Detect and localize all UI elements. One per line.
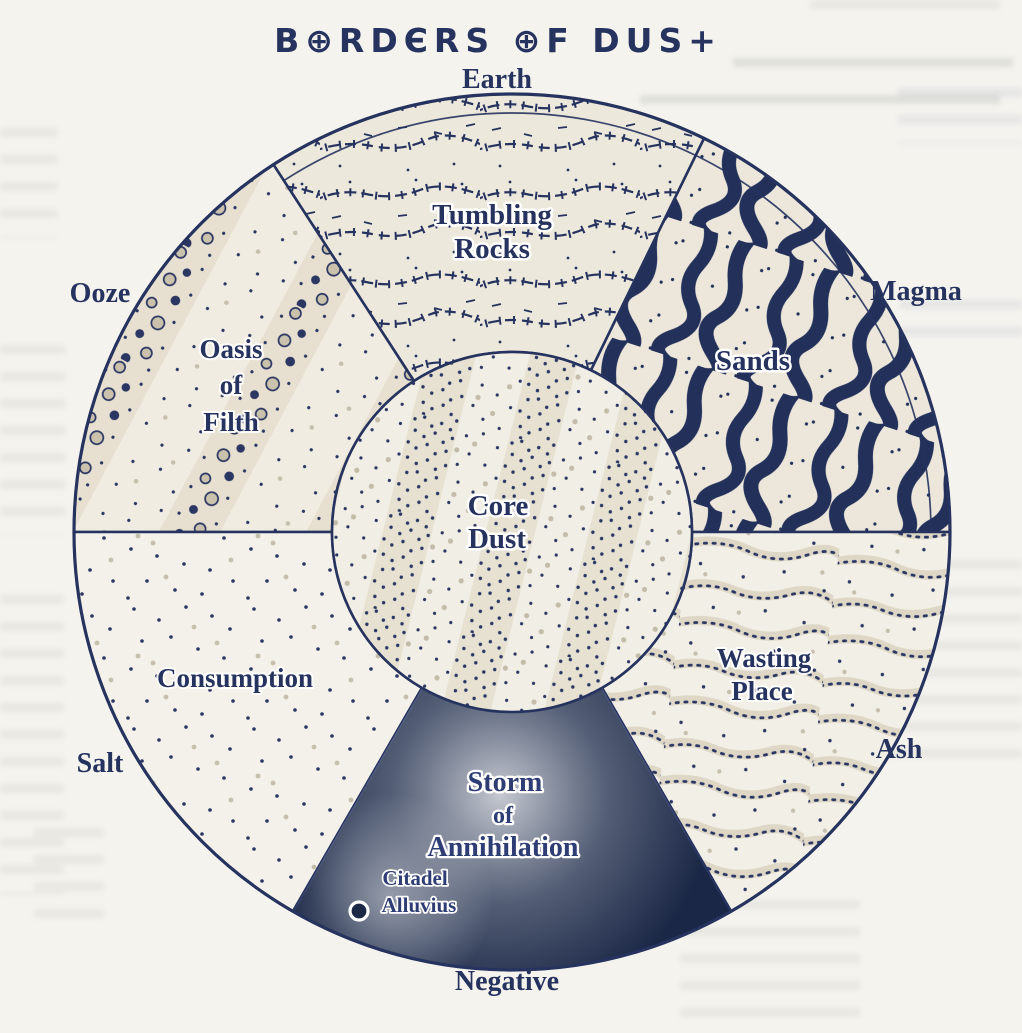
- label-consumption: Consumption: [157, 663, 313, 693]
- label-oasis-of-filth: of: [220, 370, 244, 400]
- label-core-dust: Dust: [468, 523, 526, 555]
- outer-rim: [72, 92, 952, 972]
- diagram-title: B⊕RDЄRS ⊕F DUS+: [274, 21, 722, 60]
- label-sands: Sands: [716, 345, 790, 377]
- outer-label-salt: Salt: [77, 748, 124, 779]
- citadel-alluvius-marker: [348, 900, 370, 922]
- rim-inner-arc: [695, 154, 932, 533]
- outer-label-ash: Ash: [876, 734, 923, 765]
- label-storm-of-annihilation: of: [493, 803, 514, 829]
- rim-inner-arc: [283, 112, 697, 182]
- outer-label-ooze: Ooze: [70, 278, 131, 309]
- label-storm-of-annihilation: Annihilation: [428, 832, 579, 863]
- label-wasting-place: Place: [731, 676, 792, 706]
- core-dust-circle: [330, 350, 694, 714]
- outer-label-negative: Negative: [455, 966, 559, 997]
- label-tumbling-rocks: Rocks: [454, 233, 530, 265]
- label-citadel-alluvius: Citadel: [382, 866, 447, 890]
- label-oasis-of-filth: Filth: [203, 407, 259, 437]
- label-core-dust: Core: [468, 490, 529, 522]
- label-storm-of-annihilation: Storm: [468, 767, 543, 798]
- outer-label-earth: Earth: [462, 64, 532, 95]
- label-tumbling-rocks: Tumbling: [432, 199, 552, 231]
- label-citadel-alluvius: Alluvius: [382, 893, 457, 917]
- labels: B⊕RDЄRS ⊕F DUS+ Earth Ooze Magma Salt As…: [70, 21, 962, 997]
- label-oasis-of-filth: Oasis: [199, 334, 262, 364]
- plane-wheel: [72, 92, 952, 972]
- outer-label-magma: Magma: [870, 276, 962, 307]
- storm-glow-citadel: [293, 687, 731, 970]
- label-wasting-place: Wasting: [717, 643, 812, 673]
